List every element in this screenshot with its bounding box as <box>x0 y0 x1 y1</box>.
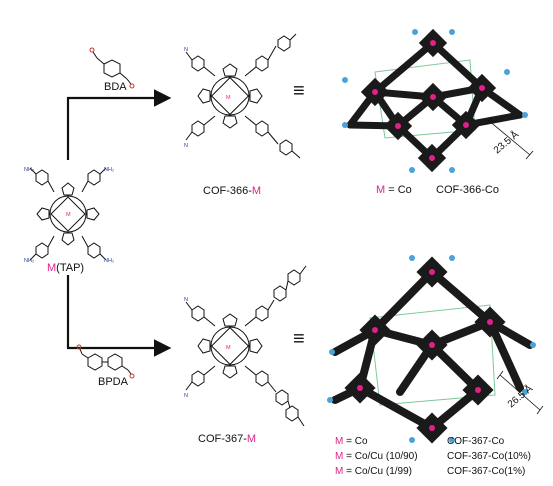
cof366-spacing-label: 23.5 Å <box>491 128 522 157</box>
cof367-legend-row: M = Co <box>335 436 368 447</box>
nitrogen-label: N <box>184 297 188 303</box>
cof366-title-prefix: COF-366- <box>203 185 252 197</box>
legend-composition: = Co/Cu (10/90) <box>343 451 418 462</box>
cof367-framework-model <box>327 255 544 444</box>
tap-atom-labels: NH₂ NH₂ NH₂ NH₂ M <box>24 167 114 264</box>
legend-composition: = Co <box>343 436 368 447</box>
nitrogen-label: N <box>184 393 188 399</box>
bpda-label: BPDA <box>98 376 128 388</box>
legend-metal: M <box>335 451 344 462</box>
legend-metal: M <box>335 466 344 477</box>
cof367-legend-product: COF-367-Co(10%) <box>447 451 531 462</box>
legend-metal: M <box>376 184 386 196</box>
amine-label: NH₂ <box>24 258 34 264</box>
cof367-legend-product: COF-367-Co <box>447 436 505 447</box>
legend-composition: = Co <box>385 184 412 196</box>
bda-label: BDA <box>104 81 127 93</box>
cof366-legend-row: M = Co <box>376 184 412 196</box>
cof366-legend-product: COF-366-Co <box>436 184 499 196</box>
cof367-legend-row: M = Co/Cu (1/99) <box>335 466 412 477</box>
cof367-title-metal: M <box>246 433 257 445</box>
cof367-legend-row: M = Co/Cu (10/90) <box>335 451 418 462</box>
legend-metal: M <box>335 436 344 447</box>
tap-metal: M <box>47 262 57 274</box>
bda-molecule <box>89 47 135 89</box>
cof367-title-prefix: COF-367- <box>198 433 247 445</box>
cof367-repeat-unit <box>185 265 307 427</box>
cof366-repeat-unit <box>185 33 301 159</box>
cof367-legend-product: COF-367-Co(1%) <box>447 466 526 477</box>
metal-center-label: M <box>226 345 231 351</box>
tap-porphyrin <box>29 167 107 261</box>
nitrogen-label: N <box>184 143 188 149</box>
legend-composition: = Co/Cu (1/99) <box>343 466 412 477</box>
metal-center-label: M <box>226 95 231 101</box>
cof366-title: COF-366-M <box>203 185 261 197</box>
metal-center-label: M <box>66 212 71 218</box>
amine-label: NH₂ <box>104 167 114 173</box>
tap-ligand: (TAP) <box>56 262 85 274</box>
nitrogen-label: N <box>184 47 188 53</box>
cof366-title-metal: M <box>251 185 262 197</box>
reaction-arrow-top <box>66 89 172 160</box>
cof367-title: COF-367-M <box>198 433 256 445</box>
bpda-molecule <box>76 344 135 379</box>
cof366-atom-labels: N M N <box>184 47 231 149</box>
cof366-equiv-sign: ≡ <box>293 80 305 102</box>
amine-label: NH₂ <box>24 167 34 173</box>
cof367-atom-labels: N M N <box>184 297 231 399</box>
tap-label: M(TAP) <box>47 262 84 274</box>
cof367-equiv-sign: ≡ <box>293 328 305 350</box>
amine-label: NH₂ <box>104 258 114 264</box>
reaction-arrow-bottom <box>66 275 172 357</box>
